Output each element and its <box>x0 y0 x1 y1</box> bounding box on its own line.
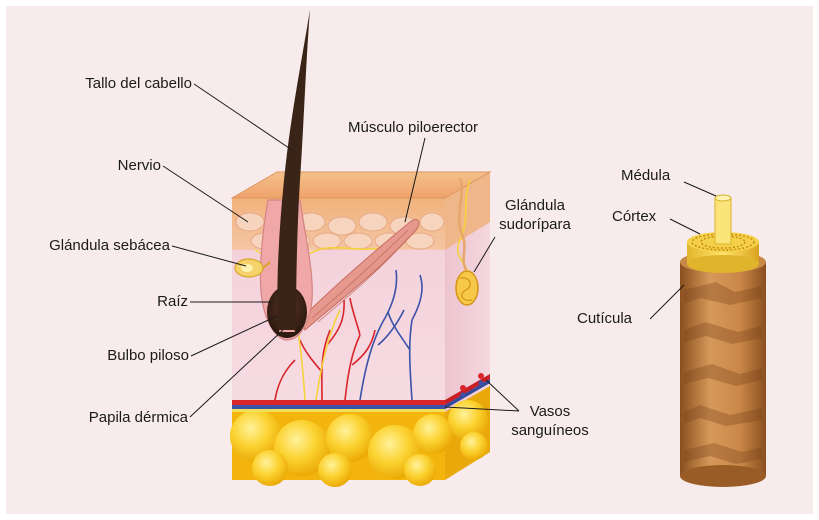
label-vasos-sanguineos: Vasos sanguíneos <box>505 402 595 440</box>
label-vasos-line-2: sanguíneos <box>505 421 595 440</box>
label-musculo-piloerector: Músculo piloerector <box>348 118 478 137</box>
label-bulbo-piloso: Bulbo piloso <box>107 346 189 365</box>
hair-strand-section <box>680 195 766 487</box>
label-tallo-del-cabello: Tallo del cabello <box>85 74 192 93</box>
leader-cortex <box>670 219 700 234</box>
leader-tallo <box>194 84 292 150</box>
label-cortex: Córtex <box>612 207 656 226</box>
label-sudoripara-line-1: Glándula <box>485 196 585 215</box>
skin-block <box>230 172 490 487</box>
label-nervio: Nervio <box>118 156 161 175</box>
label-sudoripara-line-2: sudorípara <box>485 215 585 234</box>
leader-medula <box>684 182 716 196</box>
label-glandula-sebacea: Glándula sebácea <box>49 236 170 255</box>
leader-cuticula <box>650 285 684 319</box>
leader-nervio <box>163 166 248 222</box>
label-cuticula: Cutícula <box>577 309 632 328</box>
label-glandula-sudoripara: Glándula sudorípara <box>485 196 585 234</box>
label-papila-dermica: Papila dérmica <box>89 408 188 427</box>
label-vasos-line-1: Vasos <box>505 402 595 421</box>
label-medula: Médula <box>621 166 670 185</box>
label-raiz: Raíz <box>157 292 188 311</box>
